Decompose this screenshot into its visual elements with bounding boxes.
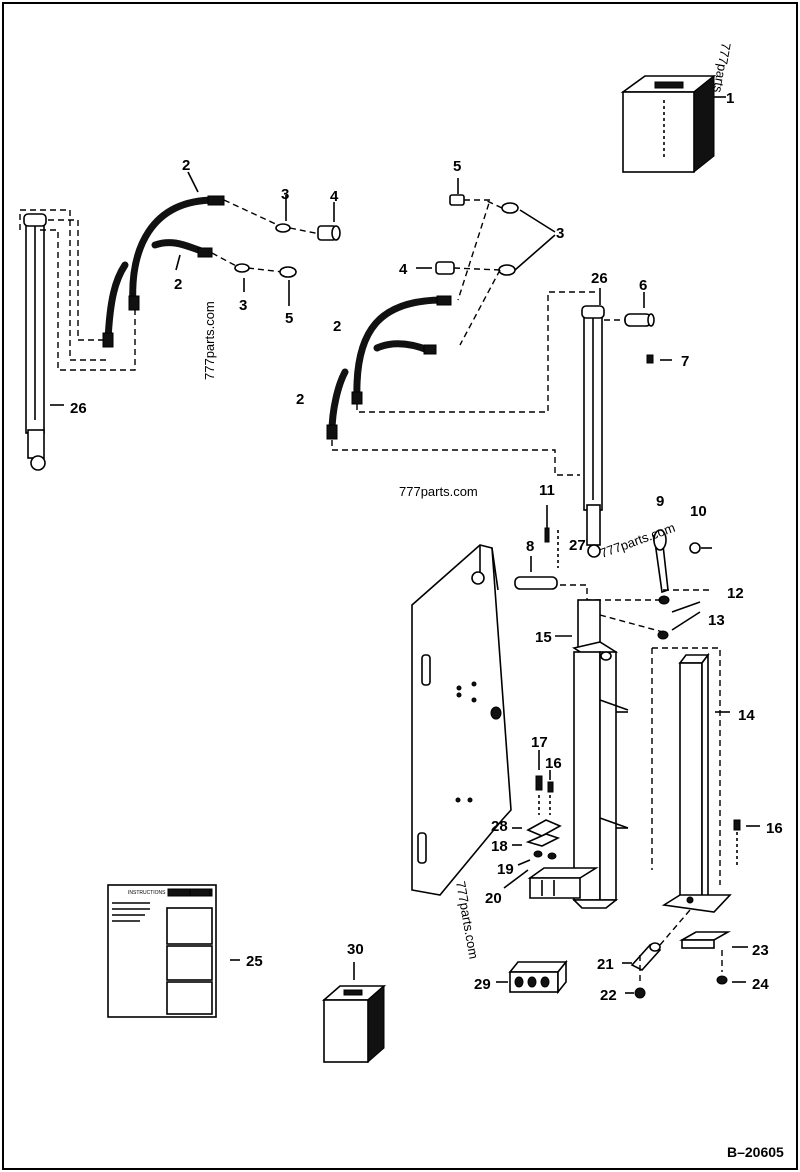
part-10-washer bbox=[689, 542, 712, 554]
callout-9: 9 bbox=[656, 493, 664, 510]
callout-7: 7 bbox=[681, 353, 689, 370]
callout-16: 16 bbox=[545, 755, 562, 772]
callout-4: 4 bbox=[330, 188, 339, 205]
callout-17: 17 bbox=[531, 734, 548, 751]
part-26-cylinder-left bbox=[23, 213, 64, 471]
watermark: 777parts.com bbox=[453, 880, 481, 960]
callout-14: 14 bbox=[738, 707, 755, 724]
drawing-number: B–20605 bbox=[727, 1144, 784, 1160]
callout-5: 5 bbox=[453, 158, 461, 175]
fittings-left bbox=[175, 171, 341, 306]
part-26-cylinder-right bbox=[581, 288, 605, 558]
callout-16: 16 bbox=[766, 820, 783, 837]
callout-6: 6 bbox=[639, 277, 647, 294]
part-25-instruction-sheet bbox=[107, 884, 240, 1018]
fittings-center bbox=[416, 178, 556, 276]
callout-28: 28 bbox=[491, 818, 508, 835]
instruction-sheet-title: INSTRUCTIONS bbox=[128, 890, 166, 896]
callout-19: 19 bbox=[497, 861, 514, 878]
callout-2: 2 bbox=[174, 276, 182, 293]
callout-30: 30 bbox=[347, 941, 364, 958]
part-21-pin bbox=[622, 909, 691, 999]
mounting-plate bbox=[411, 544, 512, 896]
watermark: 777parts.com bbox=[399, 484, 478, 499]
callout-8: 8 bbox=[526, 538, 534, 555]
callout-27: 27 bbox=[569, 537, 586, 554]
left-hoses bbox=[102, 195, 225, 348]
part-1-box bbox=[620, 74, 726, 174]
callout-3: 3 bbox=[281, 186, 289, 203]
callout-13: 13 bbox=[708, 612, 725, 629]
callout-26: 26 bbox=[591, 270, 608, 287]
callout-10: 10 bbox=[690, 503, 707, 520]
callout-21: 21 bbox=[597, 956, 614, 973]
callout-23: 23 bbox=[752, 942, 769, 959]
callout-24: 24 bbox=[752, 976, 769, 993]
callout-29: 29 bbox=[474, 976, 491, 993]
part-9-latch bbox=[652, 529, 669, 594]
callout-25: 25 bbox=[246, 953, 263, 970]
callout-2: 2 bbox=[182, 157, 190, 174]
callout-26: 26 bbox=[70, 400, 87, 417]
callout-2: 2 bbox=[296, 391, 304, 408]
watermark: 777parts.com bbox=[202, 301, 217, 380]
hardware-group-left bbox=[512, 750, 562, 866]
callout-11: 11 bbox=[539, 482, 555, 499]
callout-12: 12 bbox=[727, 585, 744, 602]
callout-2: 2 bbox=[333, 318, 341, 335]
center-hoses bbox=[326, 295, 452, 440]
part-23-bracket bbox=[678, 931, 748, 985]
watermark: 777parts bbox=[710, 41, 734, 94]
callout-20: 20 bbox=[485, 890, 502, 907]
callout-18: 18 bbox=[491, 838, 508, 855]
part-20-base-bracket bbox=[503, 867, 599, 899]
callout-1: 1 bbox=[726, 90, 734, 107]
callout-22: 22 bbox=[600, 987, 617, 1004]
part-15-mast bbox=[555, 599, 629, 909]
part-30-box bbox=[321, 962, 387, 1064]
callout-4: 4 bbox=[399, 261, 408, 278]
part-14-tube bbox=[661, 652, 732, 913]
part-8-pin bbox=[514, 556, 558, 590]
part-29-block bbox=[496, 959, 568, 995]
callout-15: 15 bbox=[535, 629, 552, 646]
callout-5: 5 bbox=[285, 310, 293, 327]
callout-3: 3 bbox=[239, 297, 247, 314]
part-6-pin bbox=[624, 292, 672, 364]
callout-3: 3 bbox=[556, 225, 564, 242]
